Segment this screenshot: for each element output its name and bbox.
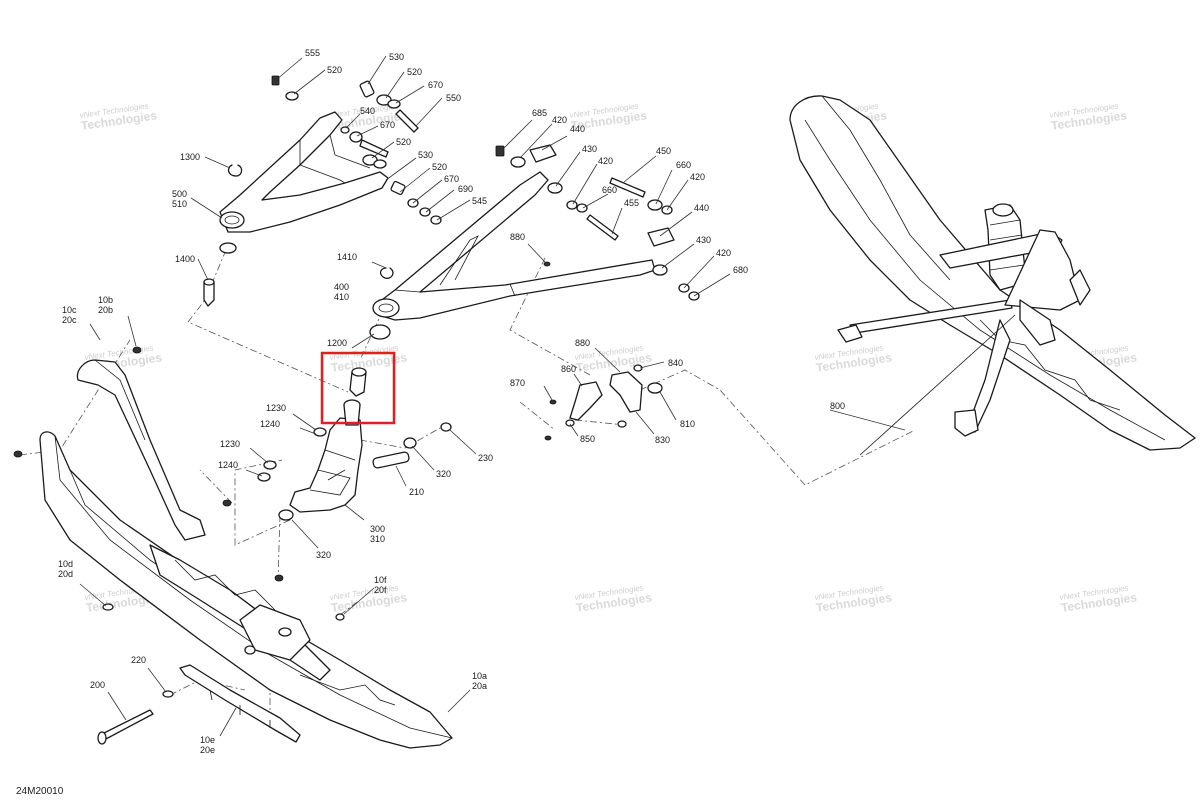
callout-label: 660 [602, 185, 617, 195]
callout-label: 870 [510, 378, 525, 388]
callout-label: 520 [432, 162, 447, 172]
spindle [257, 367, 452, 521]
callout-label: 530 [418, 150, 433, 160]
callout-label: 680 [733, 265, 748, 275]
highlight-box [320, 351, 396, 425]
callout-label: 1230 [220, 439, 240, 449]
lower-arm-hardware [495, 144, 700, 301]
callout-label: 400 [334, 282, 349, 292]
callout-label: 10f [374, 575, 387, 585]
callout-label: 520 [396, 137, 411, 147]
callout-label: 500 [172, 189, 187, 199]
callout-label: 880 [575, 338, 590, 348]
callout-label: 860 [561, 364, 576, 374]
callout-label: 670 [444, 174, 459, 184]
callout-label: 685 [532, 108, 547, 118]
callout-label: 1240 [218, 460, 238, 470]
full-front-suspension-assembly [789, 95, 1196, 456]
callout-label: 10d [58, 559, 73, 569]
callout-label: 1410 [337, 252, 357, 262]
callout-label: 520 [407, 67, 422, 77]
callout-label: 200 [90, 680, 105, 690]
callout-label: 1230 [266, 403, 286, 413]
callout-label: 1300 [180, 152, 200, 162]
callout-label: 1240 [260, 419, 280, 429]
ski-bolt [97, 690, 174, 745]
assembly-dash-lines [19, 249, 916, 720]
callout-label: 850 [580, 434, 595, 444]
callout-label: 1400 [175, 254, 195, 264]
callout-label: 530 [389, 52, 404, 62]
callout-label: 320 [436, 469, 451, 479]
lower-a-arm [369, 171, 656, 340]
callout-label: 300 [370, 524, 385, 534]
callout-label: 670 [380, 120, 395, 130]
callout-labels: 555 520 530 520 670 550 540 670 520 530 … [58, 48, 845, 755]
ski-runner [179, 664, 301, 743]
callout-label: 10e [200, 735, 215, 745]
callout-label: 20f [374, 585, 387, 595]
callout-label: 540 [360, 106, 375, 116]
callout-label: 550 [446, 93, 461, 103]
callout-label: 455 [624, 198, 639, 208]
callout-label: 10b [98, 295, 113, 305]
callout-label: 410 [334, 292, 349, 302]
callout-label: 440 [570, 124, 585, 134]
callout-label: 20c [62, 315, 77, 325]
callout-label: 10c [62, 305, 77, 315]
callout-label: 810 [680, 419, 695, 429]
callout-label: 420 [598, 156, 613, 166]
callout-label: 840 [668, 358, 683, 368]
callout-label: 210 [409, 487, 424, 497]
callout-label: 800 [830, 401, 845, 411]
callout-label: 830 [655, 435, 670, 445]
callout-label: 20a [472, 681, 487, 691]
callout-label: 660 [676, 160, 691, 170]
callout-label: 880 [510, 232, 525, 242]
callout-label: 555 [305, 48, 320, 58]
callout-label: 20e [200, 745, 215, 755]
callout-label: 320 [316, 550, 331, 560]
diagram-reference-code: 24M20010 [16, 786, 64, 797]
callout-label: 545 [472, 196, 487, 206]
callout-label: 310 [370, 534, 385, 544]
upper-a-arm [203, 111, 389, 307]
callout-label: 220 [131, 655, 146, 665]
left-ski [13, 346, 453, 749]
callout-label: 520 [327, 65, 342, 75]
callout-label: 690 [458, 184, 473, 194]
callout-label: 440 [694, 203, 709, 213]
callout-label: 1200 [327, 338, 347, 348]
callout-label: 20d [58, 569, 73, 579]
callout-label: 420 [552, 115, 567, 125]
callout-label: 670 [428, 80, 443, 90]
callout-label: 510 [172, 199, 187, 209]
callout-label: 230 [478, 453, 493, 463]
callout-label: 420 [690, 172, 705, 182]
callout-label: 430 [582, 144, 597, 154]
leader-lines [79, 55, 906, 737]
callout-label: 10a [472, 671, 487, 681]
callout-label: 430 [696, 235, 711, 245]
steering-linkage [544, 364, 663, 441]
callout-label: 20b [98, 305, 113, 315]
watermarks: vNext Technologies Technologies vNext Te… [79, 101, 1138, 614]
callout-label: 420 [716, 248, 731, 258]
callout-label: 450 [656, 146, 671, 156]
